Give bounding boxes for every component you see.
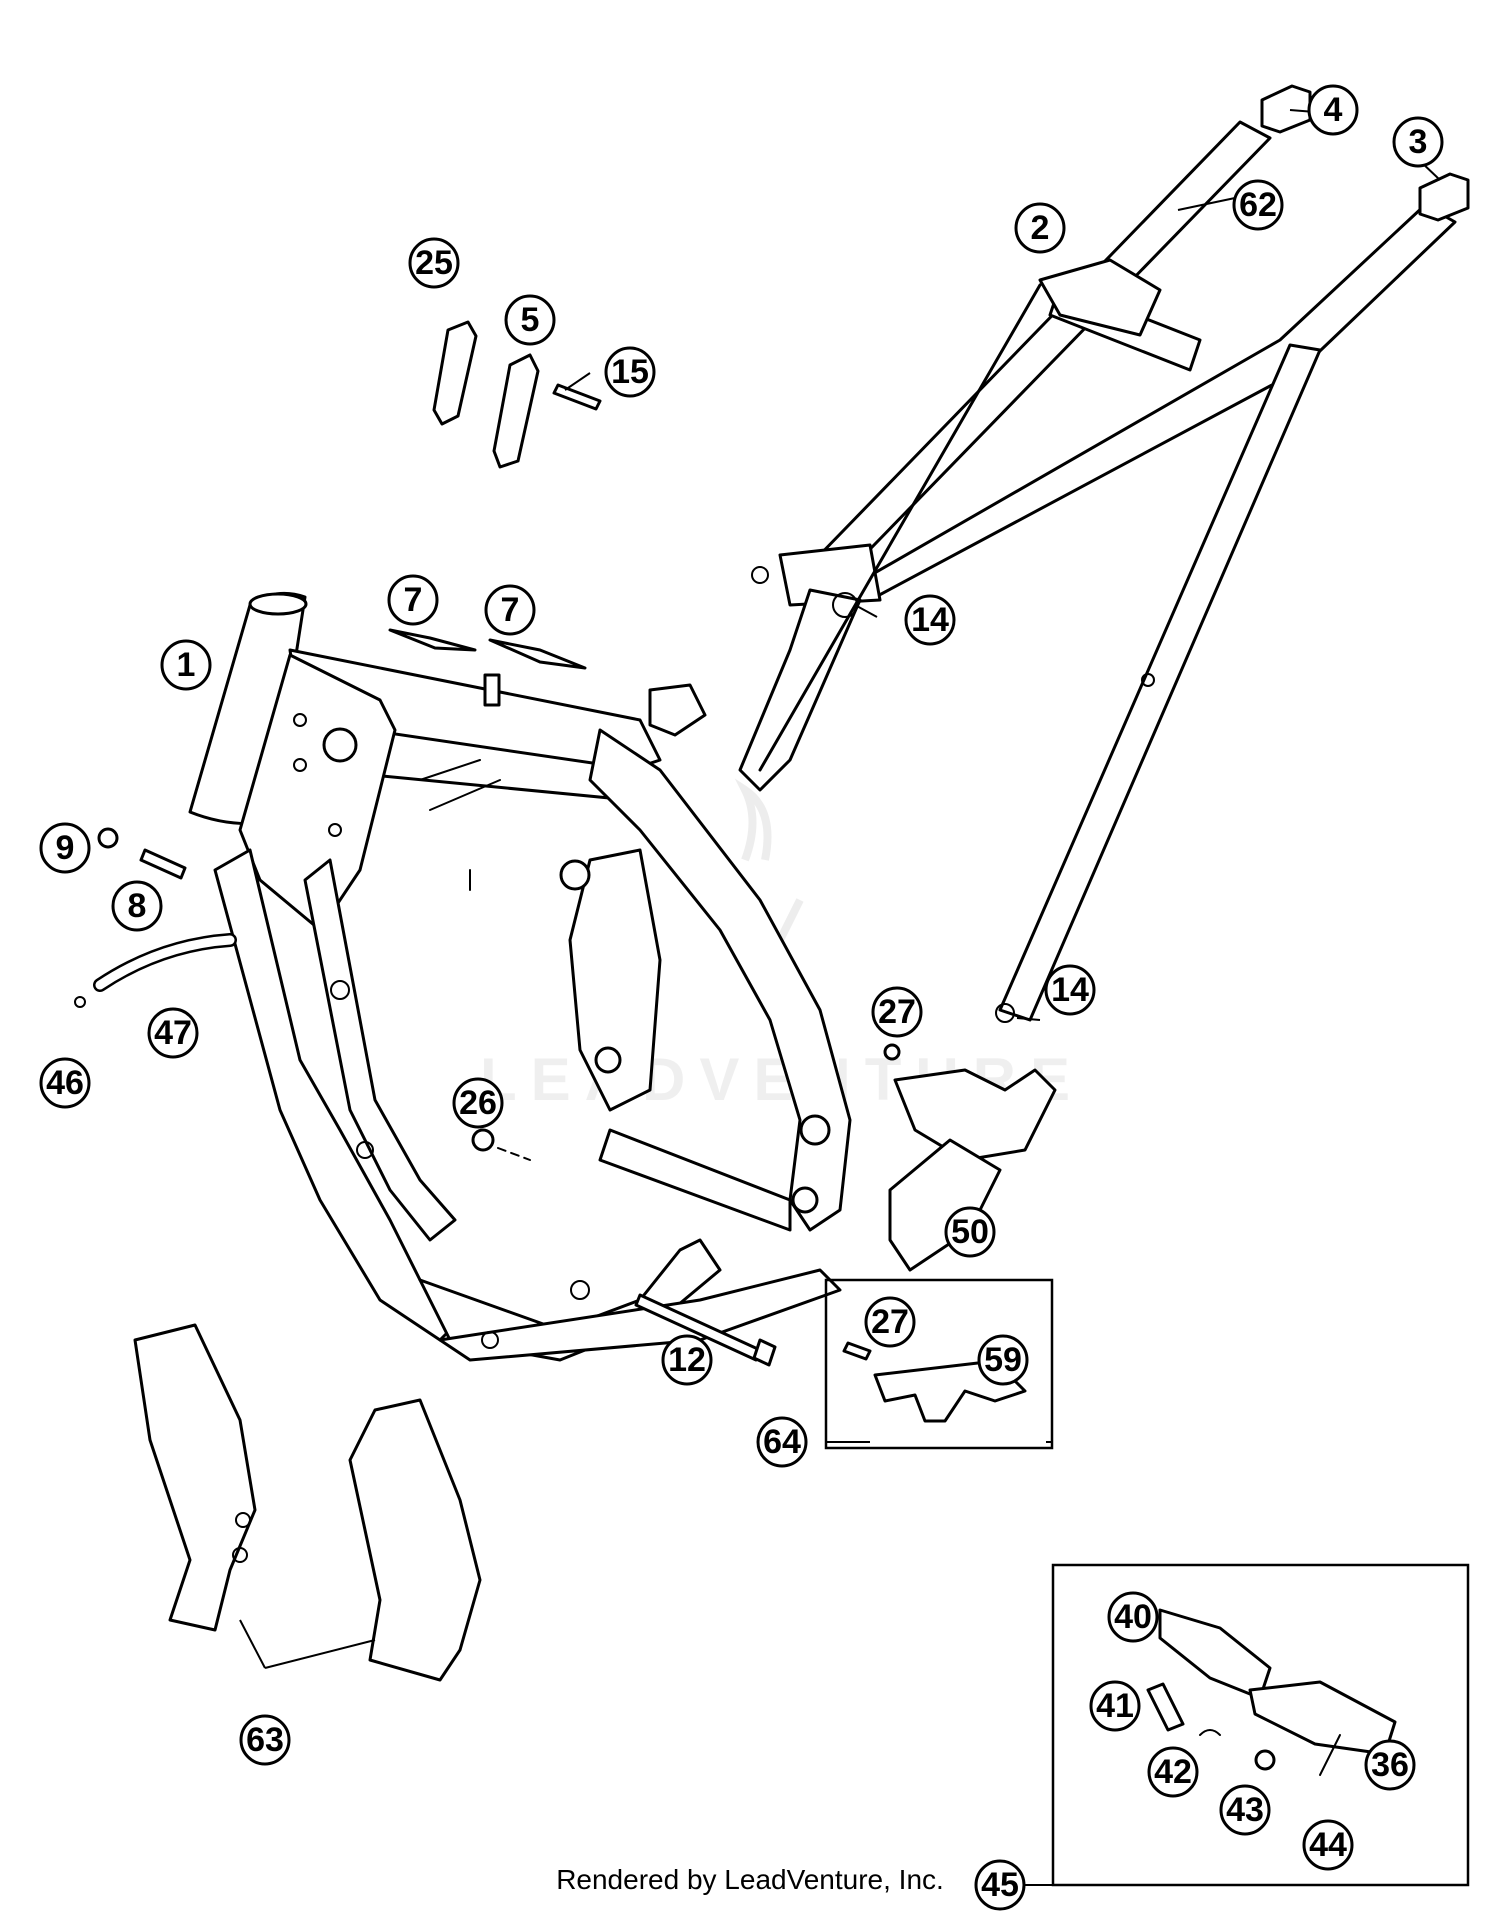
callout-26: 26 bbox=[452, 1077, 504, 1129]
end-plug-3 bbox=[1418, 172, 1470, 222]
callout-7a: 7 bbox=[387, 574, 439, 626]
frame-protectors bbox=[133, 1323, 482, 1682]
svg-text:59: 59 bbox=[984, 1341, 1022, 1379]
detail-box-64 bbox=[824, 1278, 1054, 1450]
svg-text:25: 25 bbox=[415, 244, 453, 282]
callout-36: 36 bbox=[1364, 1739, 1416, 1791]
svg-text:12: 12 bbox=[668, 1341, 706, 1379]
svg-text:36: 36 bbox=[1371, 1746, 1409, 1784]
svg-text:14: 14 bbox=[1051, 971, 1089, 1009]
callout-4: 4 bbox=[1307, 84, 1359, 136]
decals bbox=[388, 628, 587, 670]
footer-credit: Rendered by LeadVenture, Inc. bbox=[556, 1864, 944, 1895]
svg-text:15: 15 bbox=[611, 353, 649, 391]
engine-bracket bbox=[427, 268, 602, 469]
svg-text:7: 7 bbox=[501, 591, 520, 629]
spring-42 bbox=[1199, 1729, 1221, 1736]
callout-43: 43 bbox=[1219, 1784, 1271, 1836]
hose bbox=[74, 933, 237, 1008]
svg-text:5: 5 bbox=[521, 301, 540, 339]
svg-text:26: 26 bbox=[459, 1084, 497, 1122]
svg-text:9: 9 bbox=[56, 829, 75, 867]
footrest-40 bbox=[1158, 1608, 1272, 1700]
svg-text:43: 43 bbox=[1226, 1791, 1264, 1829]
svg-text:27: 27 bbox=[871, 1303, 909, 1341]
callout-14a: 14 bbox=[904, 594, 956, 646]
callout-47: 47 bbox=[147, 1007, 199, 1059]
svg-text:46: 46 bbox=[46, 1064, 84, 1102]
callout-40: 40 bbox=[1107, 1591, 1159, 1643]
callout-7b: 7 bbox=[484, 584, 536, 636]
callout-27b: 27 bbox=[864, 1296, 916, 1348]
nut-26 bbox=[471, 1128, 495, 1152]
svg-text:2: 2 bbox=[1031, 209, 1050, 247]
callout-15: 15 bbox=[604, 346, 656, 398]
svg-text:62: 62 bbox=[1239, 186, 1277, 224]
callout-41: 41 bbox=[1089, 1680, 1141, 1732]
washer-43 bbox=[1254, 1749, 1276, 1771]
callout-64: 64 bbox=[756, 1416, 808, 1468]
callout-63: 63 bbox=[239, 1714, 291, 1766]
screw-8-nut-9 bbox=[97, 827, 187, 880]
callout-44: 44 bbox=[1302, 1819, 1354, 1871]
callout-5: 5 bbox=[504, 294, 556, 346]
svg-text:27: 27 bbox=[878, 993, 916, 1031]
svg-text:50: 50 bbox=[951, 1213, 989, 1251]
svg-text:8: 8 bbox=[128, 887, 147, 925]
svg-text:1: 1 bbox=[177, 646, 196, 684]
cotter-pin-44 bbox=[1319, 1734, 1341, 1776]
svg-text:63: 63 bbox=[246, 1721, 284, 1759]
svg-text:47: 47 bbox=[154, 1014, 192, 1052]
callout-62: 62 bbox=[1232, 179, 1284, 231]
svg-text:7: 7 bbox=[404, 581, 423, 619]
callout-3: 3 bbox=[1392, 116, 1444, 168]
callout-1: 1 bbox=[160, 639, 212, 691]
svg-text:64: 64 bbox=[763, 1423, 801, 1461]
callout-46: 46 bbox=[39, 1057, 91, 1109]
callout-14b: 14 bbox=[1044, 964, 1096, 1016]
svg-text:4: 4 bbox=[1324, 91, 1343, 129]
svg-text:3: 3 bbox=[1409, 123, 1428, 161]
callout-50: 50 bbox=[944, 1206, 996, 1258]
svg-text:45: 45 bbox=[981, 1866, 1019, 1904]
main-frame bbox=[188, 591, 852, 1362]
callout-8: 8 bbox=[111, 880, 163, 932]
callout-27a: 27 bbox=[871, 986, 923, 1038]
callout-42: 42 bbox=[1147, 1746, 1199, 1798]
callout-2: 2 bbox=[1014, 202, 1066, 254]
end-plug-4 bbox=[1260, 84, 1312, 134]
pin-41 bbox=[1146, 1682, 1185, 1732]
callout-59: 59 bbox=[977, 1334, 1029, 1386]
svg-text:14: 14 bbox=[911, 601, 949, 639]
svg-text:41: 41 bbox=[1096, 1687, 1134, 1725]
callout-9: 9 bbox=[39, 822, 91, 874]
footrest-36 bbox=[1248, 1680, 1397, 1756]
callout-25: 25 bbox=[408, 237, 460, 289]
subframe bbox=[738, 120, 1457, 1023]
svg-text:44: 44 bbox=[1309, 1826, 1347, 1864]
svg-text:42: 42 bbox=[1154, 1753, 1192, 1791]
callout-12: 12 bbox=[661, 1334, 713, 1386]
bolt-12 bbox=[634, 1293, 777, 1367]
detail-box-45 bbox=[1051, 1563, 1470, 1887]
callout-45: 45 bbox=[974, 1859, 1026, 1911]
sidestand-bracket bbox=[883, 1043, 1057, 1272]
svg-text:40: 40 bbox=[1114, 1598, 1152, 1636]
